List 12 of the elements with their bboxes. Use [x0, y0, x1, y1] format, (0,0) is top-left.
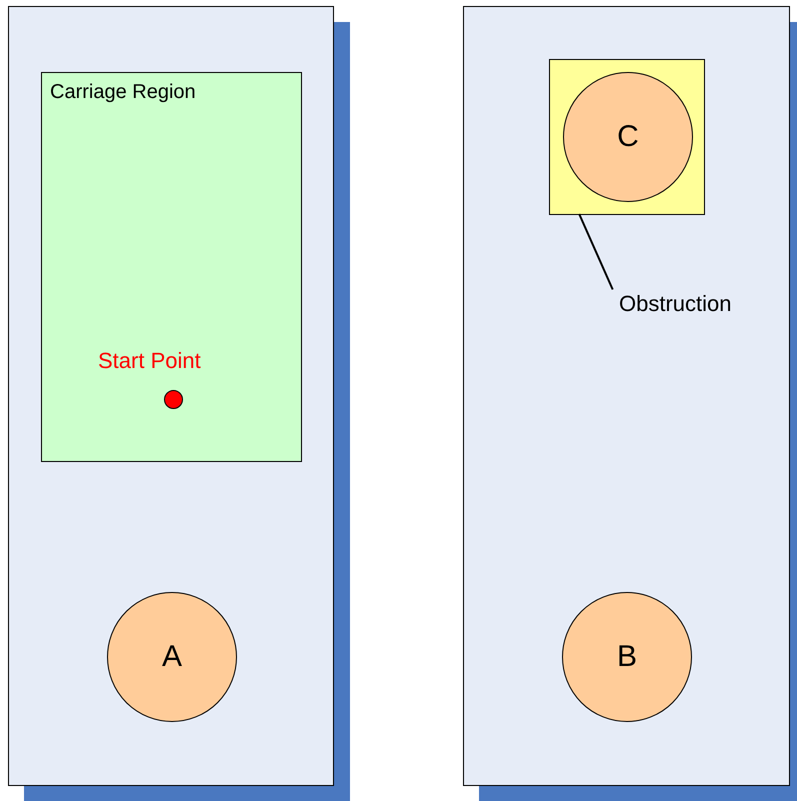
region-box	[41, 72, 302, 462]
circle-label: A	[162, 640, 182, 674]
obstruction-box	[549, 59, 705, 215]
panel	[463, 6, 790, 786]
circle-label: B	[617, 640, 637, 674]
start-point-dot	[164, 390, 183, 409]
start-point-label: Start Point	[98, 348, 201, 374]
leader-line	[578, 214, 614, 290]
circle-label: C	[617, 120, 639, 154]
panel	[8, 6, 334, 786]
region-label: Carriage Region	[50, 81, 196, 104]
callout-label: Obstruction	[619, 291, 732, 317]
